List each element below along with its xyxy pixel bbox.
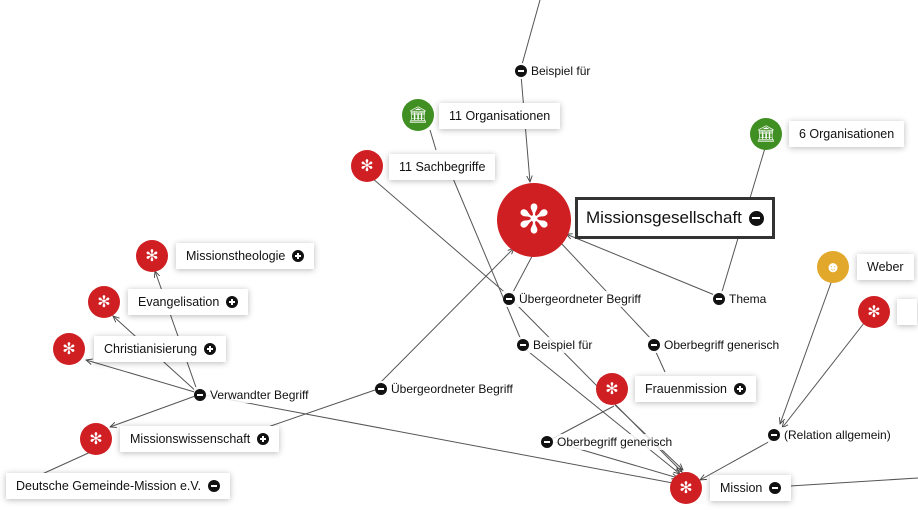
collapse-toggle-icon[interactable] [748, 210, 764, 226]
node-evangelisation[interactable]: Evangelisation [128, 289, 249, 315]
edge [451, 175, 522, 341]
person-icon[interactable]: ☻ [817, 251, 849, 283]
edge-label-oberbegriff-generisch[interactable]: Oberbegriff generisch [541, 434, 673, 450]
expand-toggle-icon[interactable] [292, 250, 305, 262]
node-label: Evangelisation [138, 295, 220, 309]
node-label: Weber [867, 260, 904, 274]
node-orgs6[interactable]: 6 Organisationen [789, 121, 905, 147]
node-sach11[interactable]: 11 Sachbegriffe [389, 154, 496, 180]
concept-icon[interactable]: ✻ [80, 423, 112, 455]
node-label: Christianisierung [104, 342, 198, 356]
edge-label-relation-allgemein[interactable]: (Relation allgemein) [768, 427, 891, 443]
edge-label-oberbegriff-generisch[interactable]: Oberbegriff generisch [648, 337, 780, 353]
node-frauenmission[interactable]: Frauenmission [635, 376, 756, 402]
node-missionsgesellschaft[interactable]: Missionsgesellschaft [575, 197, 775, 239]
collapse-toggle-icon[interactable] [375, 383, 387, 395]
collapse-toggle-icon[interactable] [503, 293, 515, 305]
node-deutsche-gemeinde-mission[interactable]: Deutsche Gemeinde-Mission e.V. [6, 473, 231, 499]
edge-label-thema[interactable]: Thema [713, 291, 767, 307]
concept-icon[interactable]: ✻ [858, 296, 890, 328]
node-mission[interactable]: Mission [710, 475, 792, 501]
concept-icon[interactable]: ✻ [670, 472, 702, 504]
node-label: Missionsgesellschaft [586, 208, 742, 227]
collapse-toggle-icon[interactable] [194, 389, 206, 401]
building-icon[interactable]: 🏛 [750, 118, 782, 150]
collapse-toggle-icon[interactable] [541, 436, 553, 448]
node-label: Frauenmission [645, 382, 727, 396]
node-label: Missionswissenschaft [130, 432, 251, 446]
collapse-toggle-icon[interactable] [208, 480, 221, 492]
concept-icon[interactable]: ✻ [53, 333, 85, 365]
edge [110, 394, 199, 427]
edge [371, 177, 510, 297]
edge-label-uebergeordneter-begriff[interactable]: Übergeordneter Begriff [375, 381, 513, 397]
expand-toggle-icon[interactable] [733, 383, 746, 395]
edge-label-beispiel-fuer[interactable]: Beispiel für [517, 337, 593, 353]
concept-icon[interactable]: ✻ [351, 150, 383, 182]
edge-label-beispiel-fuer[interactable]: Beispiel für [515, 63, 591, 79]
concept-icon[interactable]: ✻ [596, 373, 628, 405]
node-label: Deutsche Gemeinde-Mission e.V. [16, 479, 202, 493]
node-label: Mission [720, 481, 763, 495]
edge [39, 449, 96, 476]
edge [523, 347, 680, 474]
edge [86, 360, 199, 394]
collapse-toggle-icon[interactable] [515, 65, 527, 77]
node-weber[interactable]: Weber [857, 254, 914, 280]
concept-icon[interactable]: ✻ [88, 286, 120, 318]
collapse-toggle-icon[interactable] [517, 339, 529, 351]
edge [789, 477, 918, 487]
collapse-toggle-icon[interactable] [713, 293, 725, 305]
concept-icon[interactable]: ✻ [497, 183, 571, 257]
node-label: 6 Organisationen [799, 127, 895, 141]
node-orgs11[interactable]: 11 Organisationen [439, 103, 561, 129]
node-christianisierung[interactable]: Christianisierung [94, 336, 227, 362]
expand-toggle-icon[interactable] [204, 343, 217, 355]
edge [204, 394, 678, 484]
node-label: Missionstheologie [186, 249, 286, 263]
edge [654, 349, 666, 373]
expand-toggle-icon[interactable] [226, 296, 239, 308]
concept-icon[interactable]: ✻ [136, 240, 168, 272]
edge [566, 234, 718, 297]
edge-label-verwandter-begriff[interactable]: Verwandter Begriff [194, 387, 309, 403]
collapse-toggle-icon[interactable] [648, 339, 660, 351]
node-label: 11 Organisationen [449, 109, 551, 123]
edge [374, 248, 514, 389]
collapse-toggle-icon[interactable] [768, 429, 780, 441]
edge [782, 317, 869, 428]
node-label: 11 Sachbegriffe [399, 160, 486, 174]
edge [780, 279, 833, 424]
collapse-toggle-icon[interactable] [769, 482, 782, 494]
node-offscreen[interactable] [897, 299, 917, 325]
edge [429, 129, 437, 151]
building-icon[interactable]: 🏛 [402, 99, 434, 131]
edge [700, 439, 773, 480]
node-missionswissenschaft[interactable]: Missionswissenschaft [120, 426, 280, 452]
expand-toggle-icon[interactable] [257, 433, 270, 445]
edge-label-uebergeordneter-begriff[interactable]: Übergeordneter Begriff [503, 291, 641, 307]
node-missionstheologie[interactable]: Missionstheologie [176, 243, 315, 269]
edge [520, 0, 541, 69]
